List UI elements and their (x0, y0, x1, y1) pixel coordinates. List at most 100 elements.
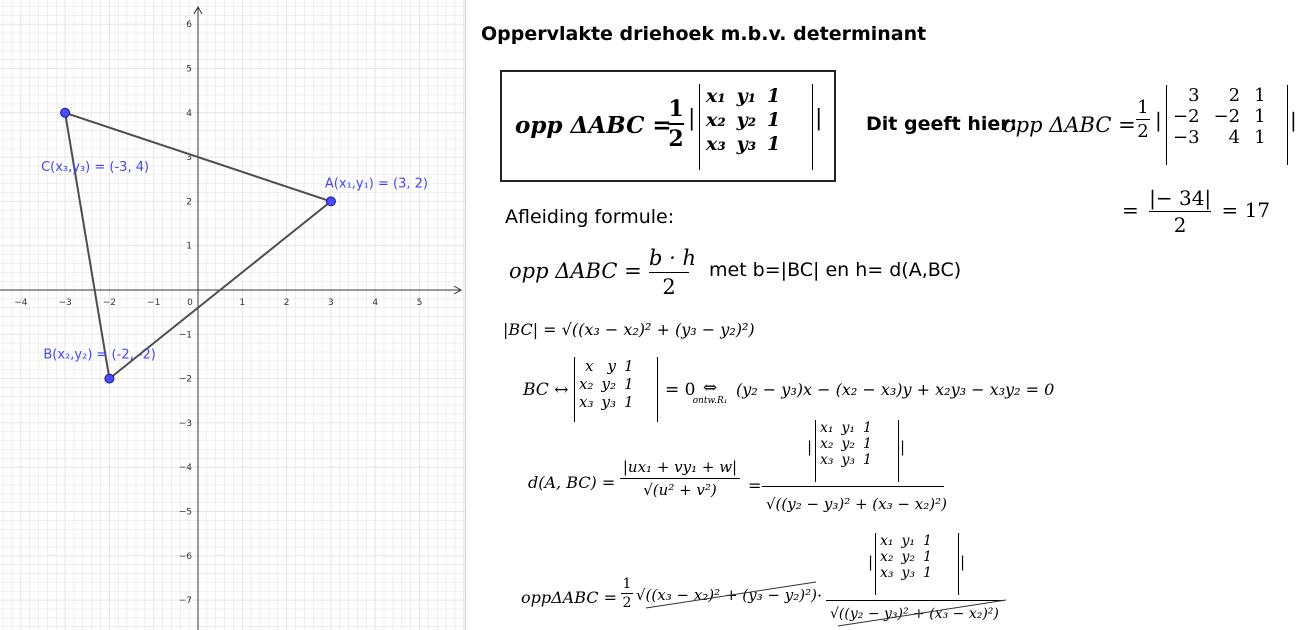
matrix-cell: x₃ (880, 565, 894, 581)
matrix-cell: −3 (1173, 127, 1200, 148)
result-lhs: opp ΔABC = (1003, 113, 1136, 137)
matrix-cell: 1 (863, 420, 872, 436)
algebra-sheet: Oppervlakte driehoek m.b.v. determinant … (466, 0, 1303, 630)
formula-bc-length: |BC| = √((x₃ − x₂)² + (y₃ − y₂)²) (503, 320, 755, 339)
matrix-cell: 1 (767, 85, 781, 107)
matrix-cell: 1 (1254, 127, 1266, 148)
y-tick-label: −4 (179, 463, 193, 473)
matrix-cell: 1 (923, 549, 932, 565)
matrix-cell: y₂ (736, 109, 757, 131)
formula-line-bc-lhs: BC ↔ (523, 380, 569, 400)
matrix-cell: 1 (767, 133, 781, 155)
y-tick-label: −6 (179, 552, 193, 562)
matrix-cell: y₂ (601, 375, 616, 393)
point-a (325, 196, 336, 207)
abs-bar: | (868, 553, 874, 571)
matrix-cell: y₃ (601, 393, 616, 411)
abs-bar: | (900, 438, 906, 456)
fraction: b · h 2 (649, 246, 696, 299)
result-label: Dit geeft hier: (866, 113, 1018, 135)
matrix-cell: 1 (623, 375, 634, 393)
matrix-cell: y₁ (736, 85, 757, 107)
fraction-numerator: 1 (1137, 97, 1149, 118)
matrix-cell: x₂ (880, 549, 894, 565)
matrix-cell: y₂ (841, 436, 856, 452)
matrix-cell: y₁ (841, 420, 856, 436)
matrix-row: x₃ y₃ 1 (878, 565, 938, 581)
formula-area-root: √((x₃ − x₂)² + (y₃ − y₂)²) (636, 586, 817, 604)
triangle-side (64, 112, 111, 379)
abs-bar: | (688, 106, 696, 131)
y-tick-label: −1 (179, 330, 192, 340)
x-tick-label: 0 (187, 298, 193, 308)
matrix-cell: 1 (863, 436, 872, 452)
matrix-cell: x₃ (820, 452, 834, 468)
y-tick-label: −7 (179, 596, 192, 606)
matrix-cell: 1 (623, 357, 634, 375)
matrix-row: x₂ y₂ 1 (878, 549, 938, 565)
derivation-heading: Afleiding formule: (505, 206, 675, 228)
matrix-cell: y₃ (901, 565, 916, 581)
area-denominator: √((y₂ − y₃)² + (x₃ − x₂)²) (830, 606, 999, 622)
y-tick-label: 4 (186, 109, 192, 119)
point-label-b: B(x₂,y₂) = (-2, -2) (43, 348, 155, 363)
matrix-cell: 1 (623, 393, 634, 411)
x-tick-label: −4 (14, 298, 28, 308)
distance-fraction: |ux₁ + vy₁ + w| √(u² + v²) (620, 458, 740, 499)
abs-bar: | (807, 438, 813, 456)
half-fraction: 1 2 (621, 576, 633, 611)
abs-bar: | (815, 106, 823, 131)
fraction-denominator: 2 (1137, 121, 1149, 142)
point-b (104, 373, 115, 384)
matrix-cell: y (607, 357, 616, 375)
sheet-title: Oppervlakte driehoek m.b.v. determinant (481, 23, 927, 45)
y-tick-label: −2 (179, 375, 192, 385)
x-tick-label: 4 (372, 298, 378, 308)
formula-line-bc-eq: = 0 (665, 380, 696, 400)
matrix-cell: y₁ (901, 533, 916, 549)
matrix-cell: x₁ (706, 85, 726, 107)
formula-distance-eq: = (748, 476, 762, 495)
x-tick-label: 1 (239, 298, 245, 308)
fraction-numerator: 1 (668, 96, 684, 122)
matrix-cell: 1 (923, 565, 932, 581)
x-tick-label: 3 (328, 298, 334, 308)
formula-box-lhs: opp ΔABC = (515, 112, 672, 139)
point-c (60, 107, 71, 118)
fraction-bar (762, 486, 944, 487)
matrix-row: x₁ y₁ 1 (704, 84, 789, 108)
matrix-cell: y₃ (736, 133, 757, 155)
x-axis-arrow (453, 285, 463, 295)
x-tick-label: 5 (417, 298, 423, 308)
matrix-cell: y₂ (901, 549, 916, 565)
matrix-cell: 2 (1228, 85, 1241, 106)
result-fraction: |− 34| 2 (1149, 186, 1212, 237)
formula-box-fraction: 1 2 (668, 96, 684, 152)
y-tick-label: 1 (186, 242, 192, 252)
matrix-cell: −2 (1173, 106, 1200, 127)
fraction-denominator: 2 (668, 126, 684, 152)
matrix-cell: 1 (1254, 85, 1266, 106)
formula-explanation: met b=|BC| en h= d(A,BC) (709, 259, 962, 281)
triangle-side (64, 111, 332, 203)
matrix-cell: x₂ (706, 109, 726, 131)
distance-denominator: √((y₂ − y₃)² + (x₃ − x₂)²) (766, 495, 947, 513)
arrow-note: ontw.R₁ (692, 396, 728, 406)
y-tick-label: 3 (186, 153, 192, 163)
